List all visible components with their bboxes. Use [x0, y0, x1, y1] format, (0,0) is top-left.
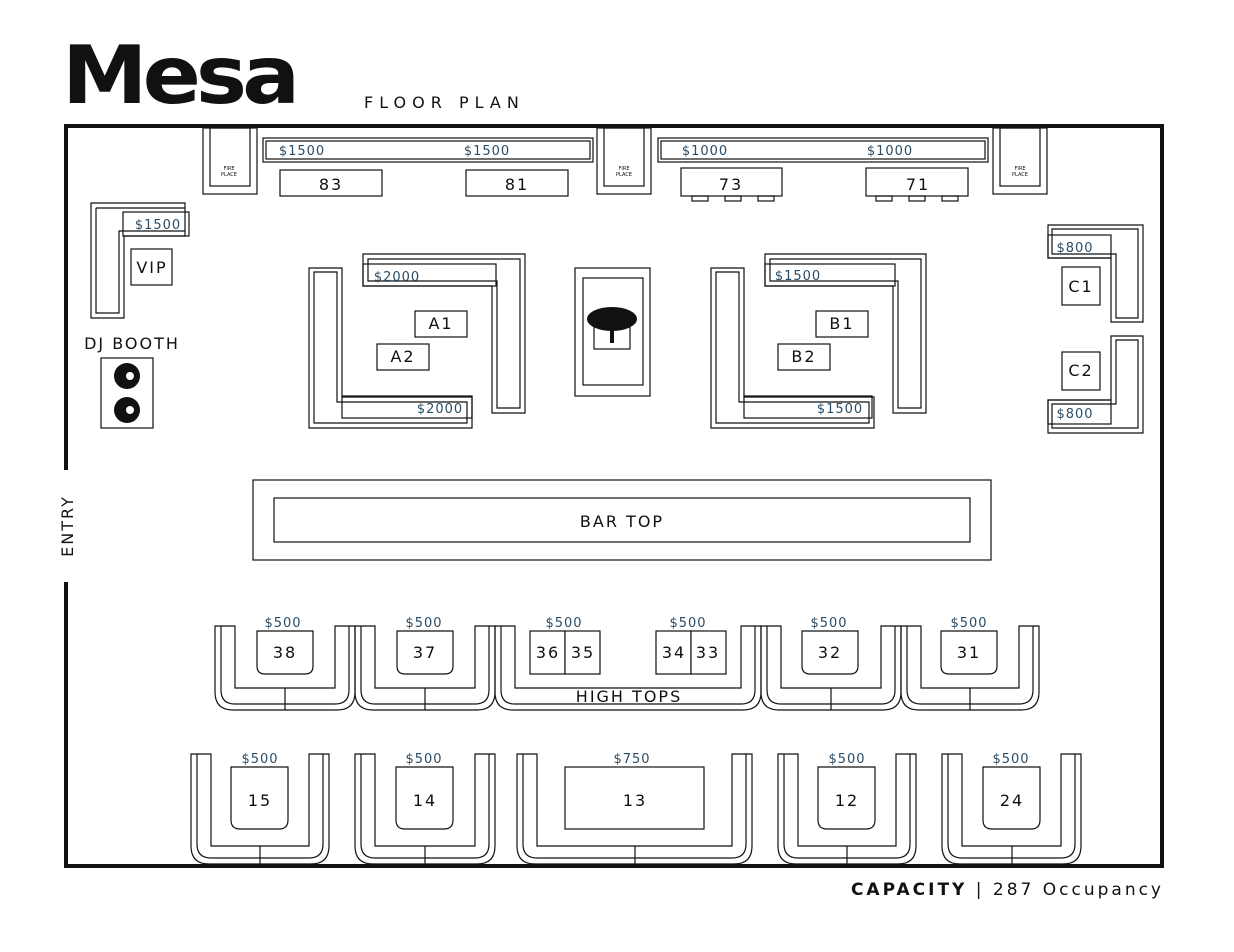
table-71[interactable]: 71 [865, 167, 969, 202]
svg-text:B1: B1 [829, 314, 854, 333]
table-a2[interactable]: A2 [376, 343, 430, 371]
svg-text:B2: B2 [791, 347, 816, 366]
price-71: $1000 [867, 144, 913, 159]
table-37[interactable]: 37 [396, 630, 454, 675]
booth-a-price-top: $2000 [374, 270, 420, 285]
booth-c1-price: $800 [1056, 241, 1093, 256]
price-34-33: $500 [669, 616, 706, 631]
price-31: $500 [950, 616, 987, 631]
price-14: $500 [405, 752, 442, 767]
vip-price: $1500 [135, 218, 181, 233]
svg-text:38: 38 [273, 643, 297, 662]
svg-text:C1: C1 [1068, 277, 1093, 296]
booth-a-price-bottom: $2000 [417, 402, 463, 417]
booth-c2[interactable]: $800 C2 [1047, 335, 1144, 434]
svg-text:12: 12 [835, 791, 859, 810]
svg-text:PLACE: PLACE [616, 172, 632, 178]
fireplace-center: FIRE PLACE [596, 127, 652, 195]
entry-label: ENTRY [58, 495, 77, 557]
vip-label: VIP [136, 258, 167, 277]
price-38: $500 [264, 616, 301, 631]
table-32[interactable]: 32 [801, 630, 859, 675]
svg-text:14: 14 [413, 791, 437, 810]
table-31[interactable]: 31 [940, 630, 998, 675]
svg-text:FIRE: FIRE [1015, 166, 1026, 172]
capacity-value: 287 Occupancy [992, 880, 1164, 900]
table-34[interactable]: 34 [655, 630, 692, 675]
svg-text:71: 71 [906, 175, 930, 194]
entry-gap [58, 470, 190, 582]
capacity-separator: | [975, 880, 985, 900]
svg-text:36: 36 [536, 643, 560, 662]
svg-text:C2: C2 [1068, 361, 1093, 380]
booth-b-price-top: $1500 [775, 269, 821, 284]
banquette-top-left [262, 137, 594, 163]
svg-text:FIRE: FIRE [224, 166, 235, 172]
svg-text:24: 24 [1000, 791, 1024, 810]
table-b1[interactable]: B1 [815, 310, 869, 338]
svg-text:13: 13 [623, 791, 647, 810]
svg-text:33: 33 [696, 643, 720, 662]
tree-planter [574, 267, 651, 397]
table-a1[interactable]: A1 [414, 310, 468, 338]
booth-c2-price: $800 [1056, 407, 1093, 422]
vip-booth[interactable]: $1500 VIP [90, 202, 190, 319]
svg-text:PLACE: PLACE [1012, 172, 1028, 178]
booth-12[interactable]: $500 12 [777, 752, 917, 865]
svg-text:35: 35 [571, 643, 595, 662]
svg-text:31: 31 [957, 643, 981, 662]
booth-c1[interactable]: $800 C1 [1047, 224, 1144, 323]
table-83[interactable]: 83 [279, 169, 383, 197]
price-12: $500 [828, 752, 865, 767]
booth-b[interactable]: $1500 $1500 [710, 253, 927, 429]
table-73[interactable]: 73 [680, 167, 783, 202]
svg-text:73: 73 [719, 175, 743, 194]
svg-text:15: 15 [248, 791, 272, 810]
fireplace-left: FIRE PLACE [202, 127, 258, 195]
table-b2[interactable]: B2 [777, 343, 831, 371]
booth-14[interactable]: $500 14 [354, 752, 496, 865]
price-32: $500 [810, 616, 847, 631]
fireplace-right: FIRE PLACE [992, 127, 1048, 195]
booth-a[interactable]: $2000 $2000 [308, 253, 526, 429]
high-tops-label: HIGH TOPS [576, 687, 682, 706]
banquette-top-right [657, 137, 989, 163]
svg-text:FIRE: FIRE [619, 166, 630, 172]
capacity-info: CAPACITY | 287 Occupancy [851, 880, 1164, 900]
bar-top: BAR TOP [252, 479, 992, 561]
price-73: $1000 [682, 144, 728, 159]
svg-text:34: 34 [662, 643, 686, 662]
svg-text:A1: A1 [428, 314, 453, 333]
price-24: $500 [992, 752, 1029, 767]
booth-15[interactable]: $500 15 [190, 752, 330, 865]
table-81[interactable]: 81 [465, 169, 569, 197]
price-83: $1500 [279, 144, 325, 159]
table-38[interactable]: 38 [256, 630, 314, 675]
price-37: $500 [405, 616, 442, 631]
table-36[interactable]: 36 [529, 630, 566, 675]
booth-24[interactable]: $500 24 [941, 752, 1082, 865]
dj-booth [100, 357, 154, 429]
booth-13[interactable]: $750 13 [516, 752, 753, 865]
table-35[interactable]: 35 [564, 630, 601, 675]
high-tops-area [214, 625, 1040, 711]
svg-text:32: 32 [818, 643, 842, 662]
svg-text:81: 81 [505, 175, 529, 194]
svg-text:37: 37 [413, 643, 437, 662]
price-81: $1500 [464, 144, 510, 159]
price-13: $750 [613, 752, 650, 767]
svg-text:A2: A2 [390, 347, 415, 366]
table-33[interactable]: 33 [690, 630, 727, 675]
svg-text:83: 83 [319, 175, 343, 194]
dj-booth-label: DJ BOOTH [84, 334, 180, 353]
price-15: $500 [241, 752, 278, 767]
capacity-label: CAPACITY [850, 880, 968, 900]
svg-text:PLACE: PLACE [221, 172, 237, 178]
floor-plan-subtitle: FLOOR PLAN [364, 93, 525, 112]
venue-title: Mesa [62, 29, 300, 123]
bar-top-label: BAR TOP [580, 512, 664, 531]
booth-b-price-bottom: $1500 [817, 402, 863, 417]
price-36-35: $500 [545, 616, 582, 631]
